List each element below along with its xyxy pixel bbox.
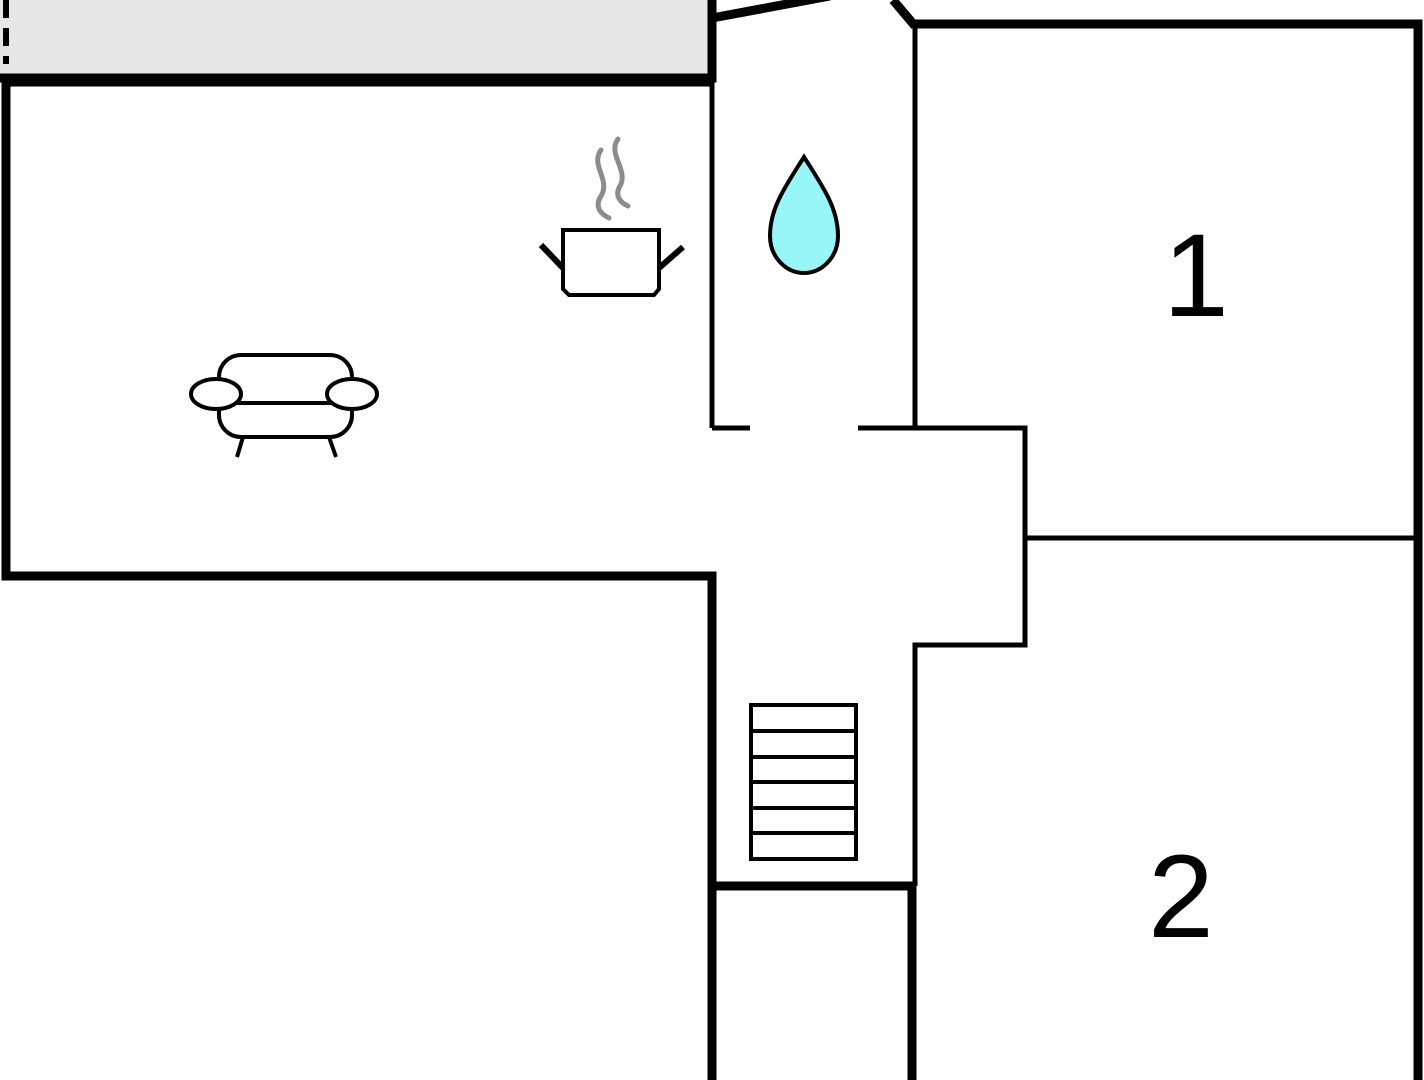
room-label-1: 1: [1163, 210, 1229, 342]
cooking-pot-icon: [538, 136, 685, 297]
sofa-icon: [189, 353, 379, 458]
room-label-2: 2: [1148, 831, 1214, 963]
bedroom-2: 2: [712, 538, 1423, 1080]
bedroom-1: 1: [915, 19, 1423, 541]
stairs-icon: [749, 703, 858, 861]
water-drop-icon: [767, 153, 841, 276]
bathroom-walls: [709, 0, 919, 431]
terrace: [0, 0, 717, 83]
living-room: [1, 77, 717, 1080]
